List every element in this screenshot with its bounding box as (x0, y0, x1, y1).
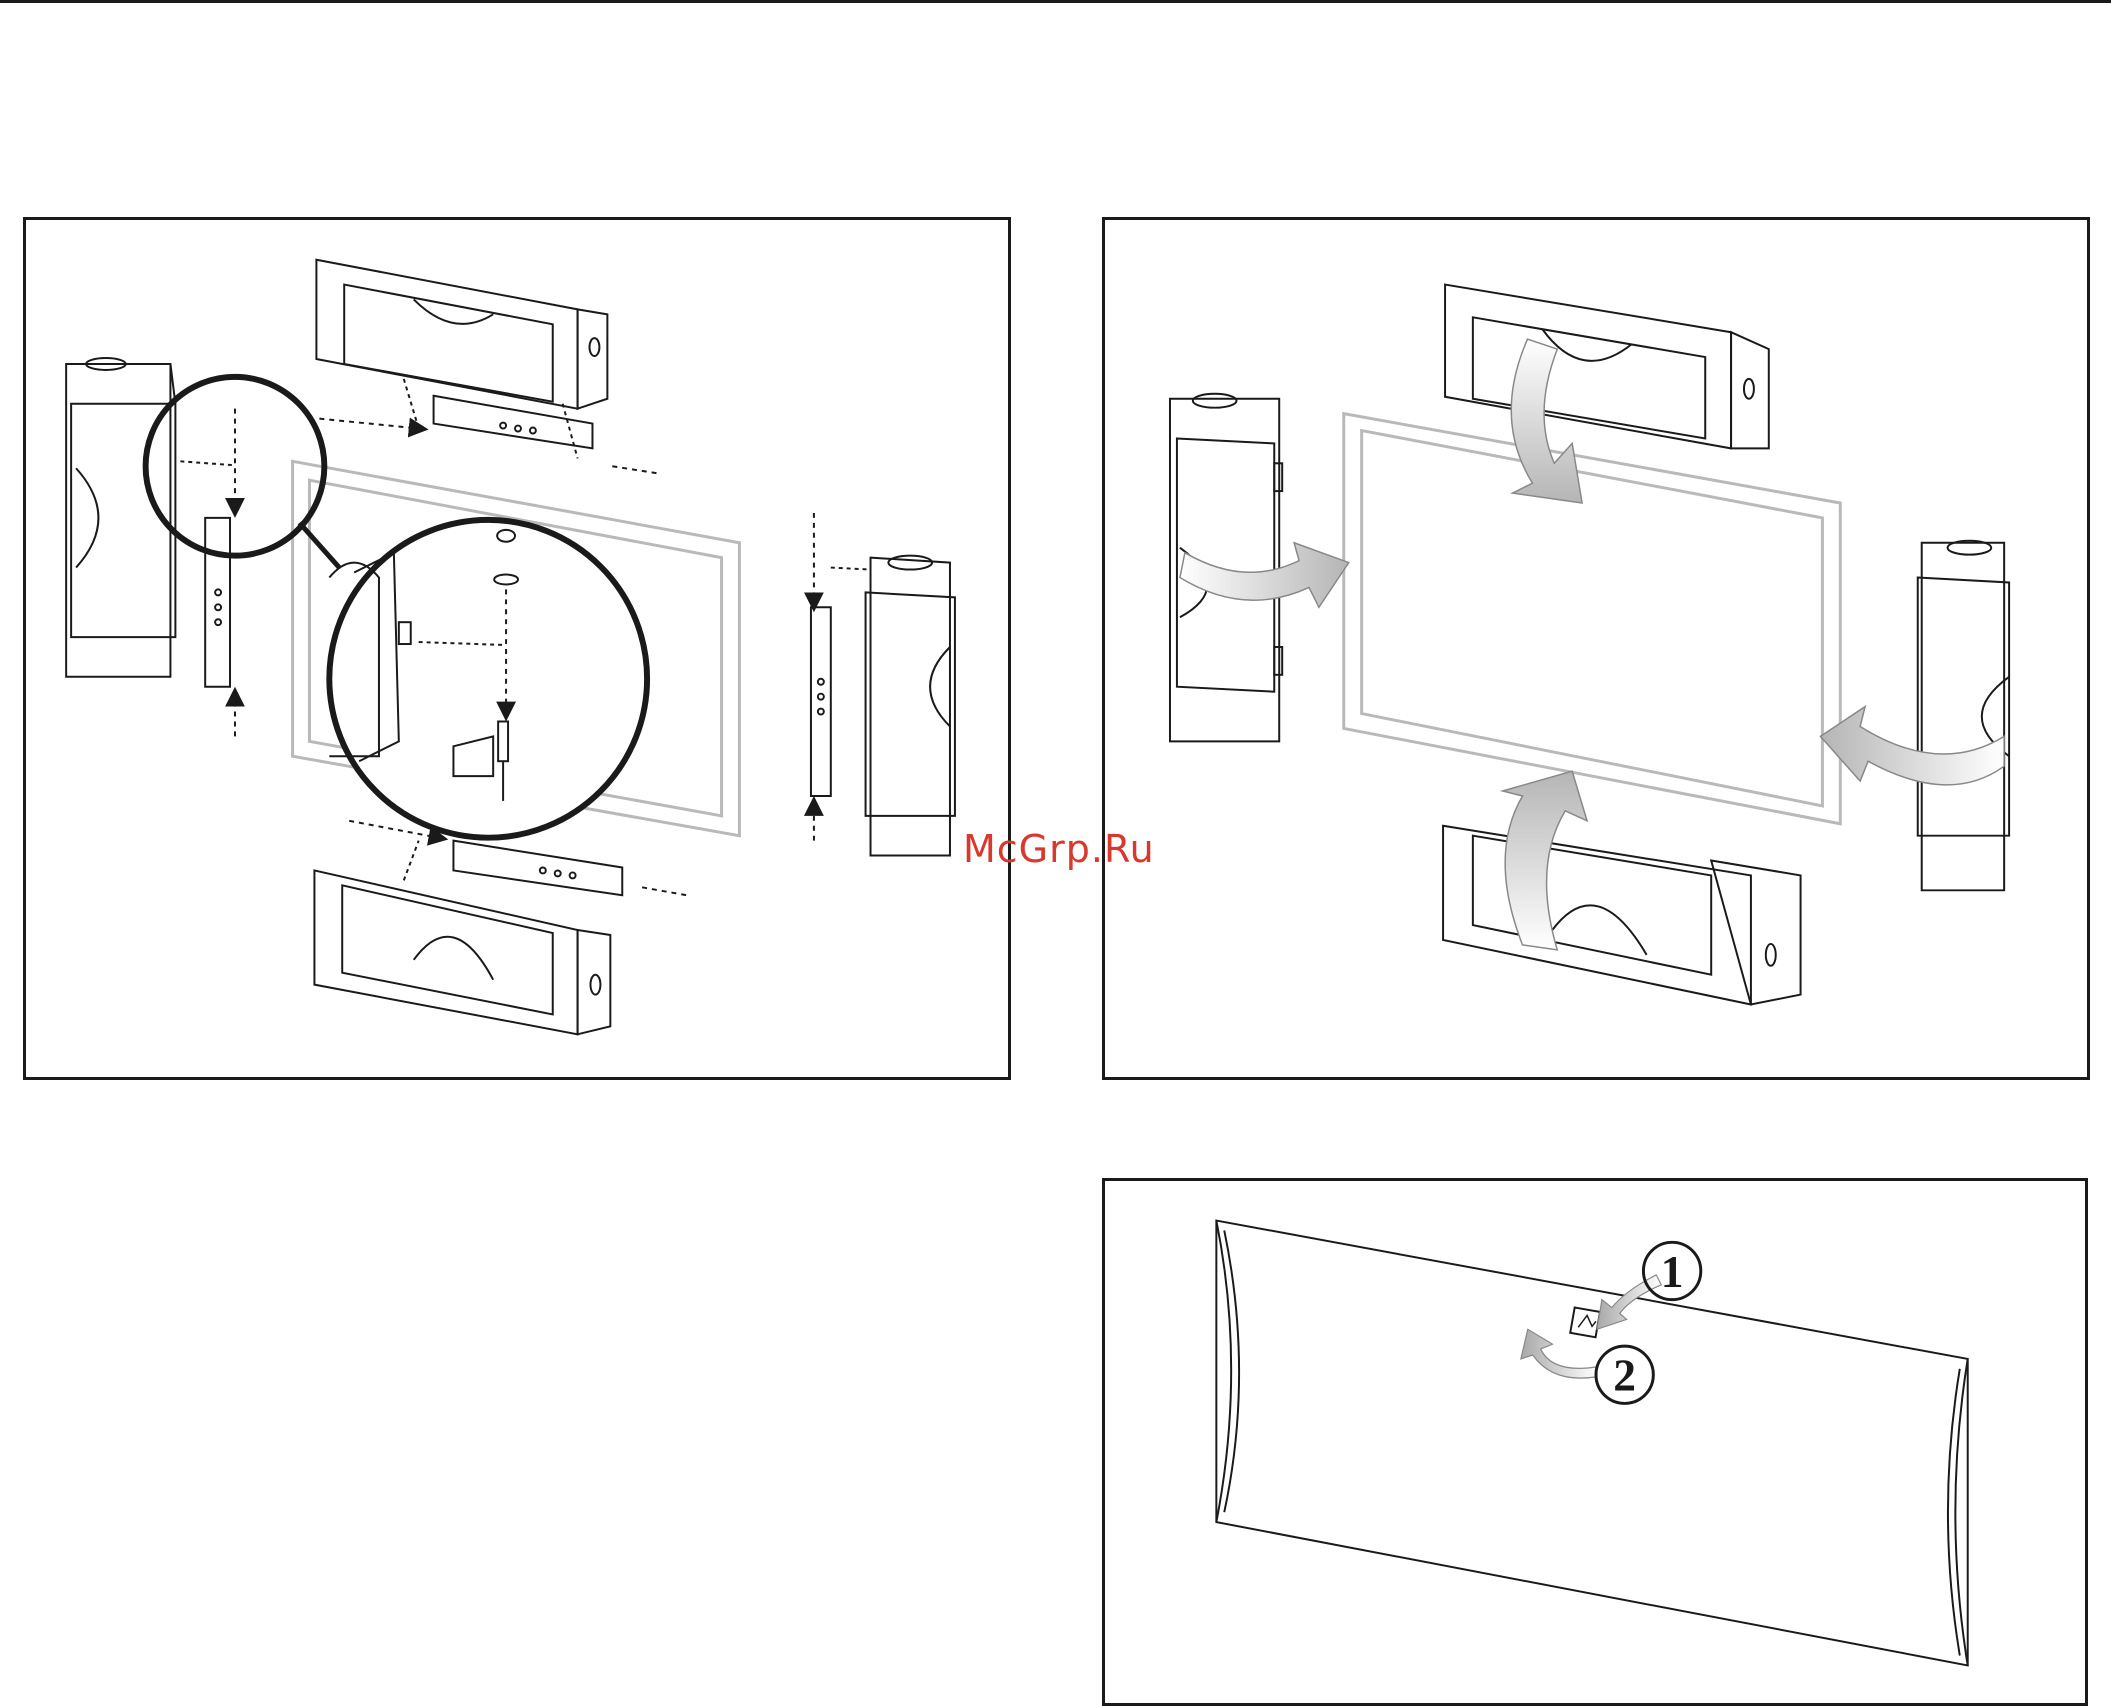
bracket-assembly-illustration (26, 220, 1008, 1077)
left-bracket (180, 409, 235, 737)
speaker-placement-illustration (1105, 220, 2087, 1077)
right-speaker (866, 556, 955, 856)
bracket-assembly-panel (23, 217, 1011, 1080)
logo-badge-icon (1570, 1307, 1600, 1337)
speaker-front (1216, 1221, 1967, 1666)
right-bracket (811, 513, 871, 841)
step-2-number: 2 (1613, 1350, 1636, 1401)
rotate-arrow-1 (1597, 1275, 1661, 1329)
watermark-text: McGrp.Ru (963, 827, 1155, 871)
logo-rotation-illustration: 1 2 (1105, 1181, 2085, 1703)
tv-frame (1344, 414, 1841, 824)
top-speaker (1445, 285, 1769, 449)
bottom-speaker (1443, 826, 1800, 1005)
detail-circle-small (146, 377, 325, 556)
top-speaker (316, 260, 607, 409)
step-1-number: 1 (1661, 1246, 1684, 1297)
logo-rotation-panel: 1 2 (1102, 1178, 2088, 1706)
right-speaker (1918, 541, 2009, 891)
rotate-arrow-2 (1521, 1329, 1597, 1378)
detail-circle-large (329, 520, 647, 838)
bottom-speaker (314, 870, 610, 1034)
speaker-placement-panel (1102, 217, 2090, 1080)
top-rule (0, 0, 2111, 3)
